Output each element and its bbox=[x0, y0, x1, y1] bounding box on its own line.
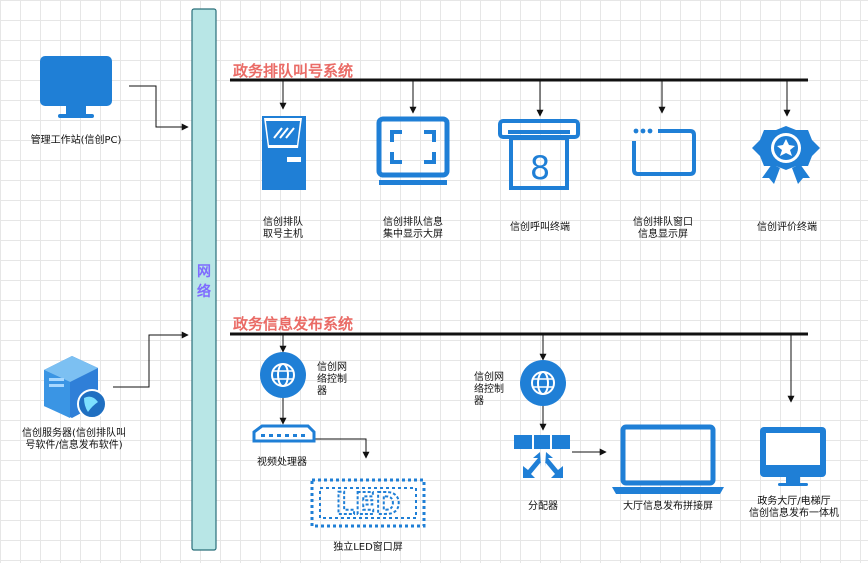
server-to-network-connector bbox=[113, 331, 189, 388]
pc-to-network-connector bbox=[129, 85, 189, 131]
window-screen-icon bbox=[632, 128, 696, 176]
all-in-one-icon bbox=[760, 427, 826, 486]
server-icon bbox=[44, 356, 107, 419]
led-screen-icon bbox=[310, 478, 426, 528]
server-label: 信创服务器(信创排队叫 号软件/信息发布软件) bbox=[22, 428, 126, 451]
video-processor-to-led bbox=[314, 438, 370, 459]
net-controller-2-label: 信创网 络控制 器 bbox=[474, 372, 504, 407]
led-screen-text: LED bbox=[336, 487, 401, 522]
call-terminal-icon bbox=[498, 119, 580, 190]
kiosk-label: 信创排队 取号主机 bbox=[263, 217, 303, 240]
admin-pc-label: 管理工作站(信创PC) bbox=[30, 135, 122, 146]
led-screen-label: 独立LED窗口屏 bbox=[333, 542, 403, 553]
kiosk-icon bbox=[262, 116, 306, 190]
call-terminal-number: 8 bbox=[530, 149, 550, 187]
monitor-icon bbox=[40, 56, 112, 118]
queue-system-title: 政务排队叫号系统 bbox=[233, 62, 354, 80]
central-screen-icon bbox=[376, 116, 450, 185]
video-wall-label: 大厅信息发布拼接屏 bbox=[623, 501, 713, 512]
network-bus bbox=[191, 8, 217, 551]
all-in-one-label: 政务大厅/电梯厅 信创信息发布一体机 bbox=[749, 496, 839, 519]
video-wall-icon bbox=[612, 424, 724, 494]
net-controller-1-label: 信创网 络控制 器 bbox=[317, 362, 347, 397]
window-screen-label: 信创排队窗口 信息显示屏 bbox=[633, 217, 693, 240]
eval-terminal-label: 信创评价终端 bbox=[757, 222, 817, 233]
video-processor-icon bbox=[252, 424, 316, 443]
splitter-label: 分配器 bbox=[528, 501, 558, 512]
video-processor-label: 视频处理器 bbox=[257, 457, 307, 468]
globe-icon bbox=[260, 352, 306, 398]
central-screen-label: 信创排队信息 集中显示大屏 bbox=[383, 217, 443, 240]
globe-icon bbox=[520, 360, 566, 406]
badge-icon bbox=[752, 126, 820, 184]
network-bus-label: 网 络 bbox=[197, 264, 211, 300]
publish-system-title: 政务信息发布系统 bbox=[233, 315, 354, 333]
splitter-icon bbox=[514, 435, 570, 478]
call-terminal-label: 信创呼叫终端 bbox=[510, 222, 570, 233]
